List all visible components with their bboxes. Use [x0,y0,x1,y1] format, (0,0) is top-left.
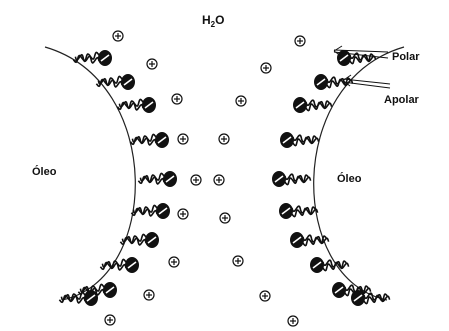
apolar-tail-icon [364,293,390,303]
plus-ion-icon [260,291,270,301]
plus-ion-icon [169,257,179,267]
polar-head-icon [84,290,98,306]
apolar-tail-icon [117,99,143,110]
plus-ion-icon [147,59,157,69]
apolar-tail-icon [120,234,146,245]
plus-ion-icon [105,315,115,325]
apolar-tail-icon [131,205,157,216]
plus-ion-icon [236,96,246,106]
right-surfactant-layer [272,50,390,306]
plus-ion-icon [144,290,154,300]
plus-ion-icon [295,36,305,46]
polar-head-icon [145,232,159,248]
surfactant-molecule [290,232,329,248]
oil-label-right: Óleo [337,172,362,185]
apolar-tail-icon [59,292,85,303]
surfactant-molecule [96,74,135,90]
plus-ion-icon [178,134,188,144]
polar-head-icon [272,171,286,187]
apolar-tail-icon [306,100,332,110]
surfactant-molecule [78,282,117,298]
surfactant-molecule [310,257,349,273]
plus-ion-icon [261,63,271,73]
polar-head-icon [125,257,139,273]
surfactant-molecule [100,257,139,273]
polar-head-icon [310,257,324,273]
polar-head-icon [155,132,169,148]
left-surfactant-layer [59,50,177,306]
surfactant-molecule [120,232,159,248]
polar-head-icon [290,232,304,248]
polar-head-icon [103,282,117,298]
surfactant-molecule [351,290,390,306]
surfactant-molecule [280,132,319,148]
surfactant-molecule [272,171,311,187]
polar-head-icon [280,132,294,148]
plus-ion-icon [214,175,224,185]
surfactant-molecule [138,171,177,187]
polar-head-icon [351,290,365,306]
apolar-tail-icon [323,260,349,270]
surfactant-molecule [279,203,318,219]
apolar-tail-icon [293,135,319,145]
oil-label-left: Óleo [32,165,57,178]
polar-head-icon [163,171,177,187]
apolar-tail-icon [130,134,156,145]
apolar-tail-icon [292,206,318,216]
plus-ion-icon [113,31,123,41]
plus-ion-icon [172,94,182,104]
plus-ion-icon [191,175,201,185]
apolar-tail-icon [96,76,122,87]
polar-head-icon [156,203,170,219]
polar-head-icon [121,74,135,90]
water-label: H2O [202,13,224,29]
surfactant-molecule [130,132,169,148]
apolar-label: Apolar [384,94,420,106]
apolar-tail-icon [100,259,126,270]
polar-head-icon [293,97,307,113]
plus-ion-icon [233,256,243,266]
plus-ion-icon [288,316,298,326]
surfactant-molecule [293,97,332,113]
polar-head-icon [332,282,346,298]
plus-ion-icon [178,209,188,219]
apolar-tail-icon [138,173,164,184]
polar-head-icon [142,97,156,113]
apolar-tail-icon [73,52,99,63]
polar-head-icon [314,74,328,90]
surfactant-molecule [131,203,170,219]
plus-ion-icon [220,213,230,223]
polar-head-icon [279,203,293,219]
polar-label: Polar [392,51,420,63]
plus-ion-icon [219,134,229,144]
polar-head-icon [98,50,112,66]
surfactant-molecule [117,97,156,113]
apolar-tail-icon [285,174,311,184]
